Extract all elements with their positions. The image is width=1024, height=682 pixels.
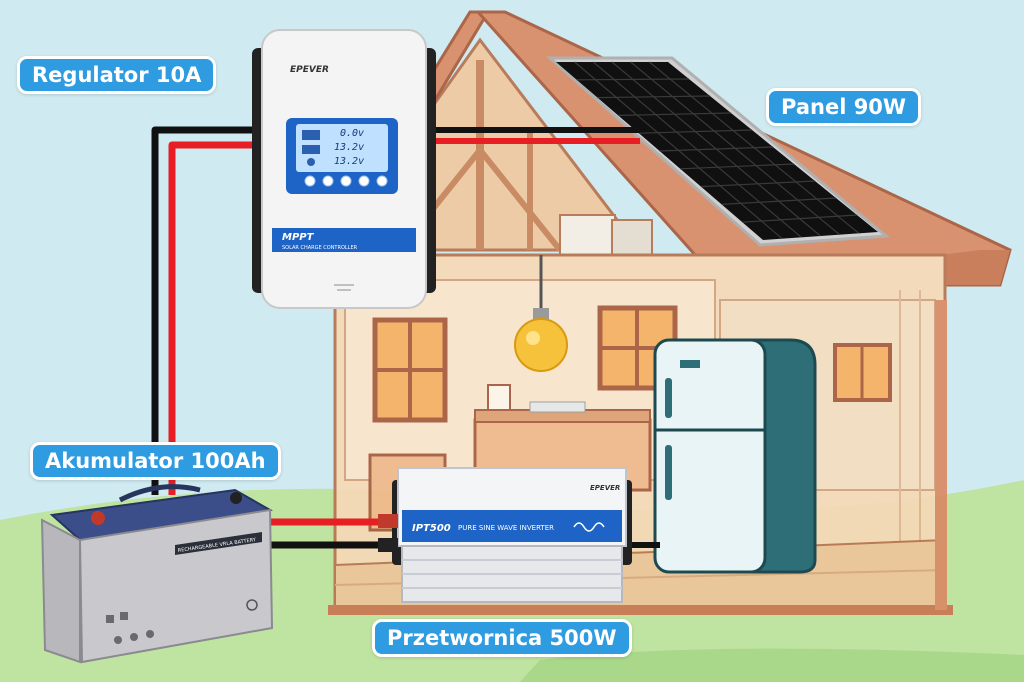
battery-side — [40, 518, 81, 664]
window — [372, 317, 448, 423]
sink — [529, 401, 586, 413]
battery-handle — [118, 484, 201, 503]
inverter-model: IPT500 — [412, 523, 451, 534]
label-regulator: Regulator 10A — [17, 56, 217, 94]
lcd-load-icon — [307, 158, 315, 166]
controller-button[interactable] — [376, 175, 388, 187]
controller-stripe — [272, 228, 416, 252]
controller-model: MPPT — [282, 232, 315, 243]
solar-panel — [546, 56, 890, 247]
controller-brand: EPEVER — [290, 65, 329, 75]
inverter-stripe — [402, 510, 622, 542]
controller-button[interactable] — [340, 175, 352, 187]
label-inverter: Przetwornica 500W — [372, 619, 632, 657]
attic-box — [559, 214, 616, 256]
controller-button[interactable] — [304, 175, 316, 187]
inverter-subtitle: PURE SINE WAVE INVERTER — [458, 524, 554, 532]
panel-cell-line — [611, 61, 821, 237]
battery-certification-marks — [106, 612, 154, 644]
lcd-reading-load: 13.2v — [334, 156, 364, 167]
inverter-terminal-negative — [378, 538, 398, 552]
attic-beam — [477, 148, 563, 252]
wall-edge — [935, 300, 947, 610]
battery-symbol — [246, 599, 258, 611]
lcd-pv-icon — [302, 130, 320, 140]
wire-negative-controller — [151, 126, 258, 495]
lcd-reading-battery: 13.2v — [334, 142, 364, 153]
controller-button[interactable] — [358, 175, 370, 187]
controller-button[interactable] — [322, 175, 334, 187]
controller-subtitle: SOLAR CHARGE CONTROLLER — [282, 245, 358, 251]
fridge — [653, 338, 817, 574]
panel-cell-line — [630, 61, 841, 236]
panel-cell-line — [592, 61, 802, 238]
window — [833, 343, 892, 402]
lcd-battery-icon — [302, 145, 320, 154]
battery-terminal-positive — [91, 511, 105, 525]
lcd-reading-pv: 0.0v — [340, 128, 364, 139]
wire-positive-controller — [168, 141, 258, 495]
battery-front — [78, 508, 274, 664]
inverter-terminal-positive — [378, 514, 398, 528]
sine-wave-icon — [573, 522, 605, 532]
panel-cell-line — [648, 61, 860, 234]
wires — [151, 126, 660, 549]
inverter-brand: EPEVER — [590, 484, 620, 492]
panel-cell-line — [574, 61, 783, 240]
inverter: EPEVER IPT500 PURE SINE WAVE INVERTER — [392, 467, 632, 603]
label-battery: Akumulator 100Ah — [30, 442, 281, 480]
charge-controller: EPEVER 0.0v 13.2v 13.2v MPPT SOLAR CHARG… — [252, 29, 436, 309]
bulb-icon — [514, 255, 568, 372]
kettle — [487, 384, 511, 411]
controller-buttons — [304, 175, 388, 187]
label-panel: Panel 90W — [766, 88, 922, 126]
grass-shade — [520, 648, 1024, 682]
foundation — [328, 605, 953, 615]
battery: RECHARGEABLE VRLA BATTERY — [40, 484, 274, 664]
battery-strip — [175, 532, 262, 555]
attic-box — [611, 219, 653, 256]
battery-terminal-negative — [230, 492, 242, 504]
